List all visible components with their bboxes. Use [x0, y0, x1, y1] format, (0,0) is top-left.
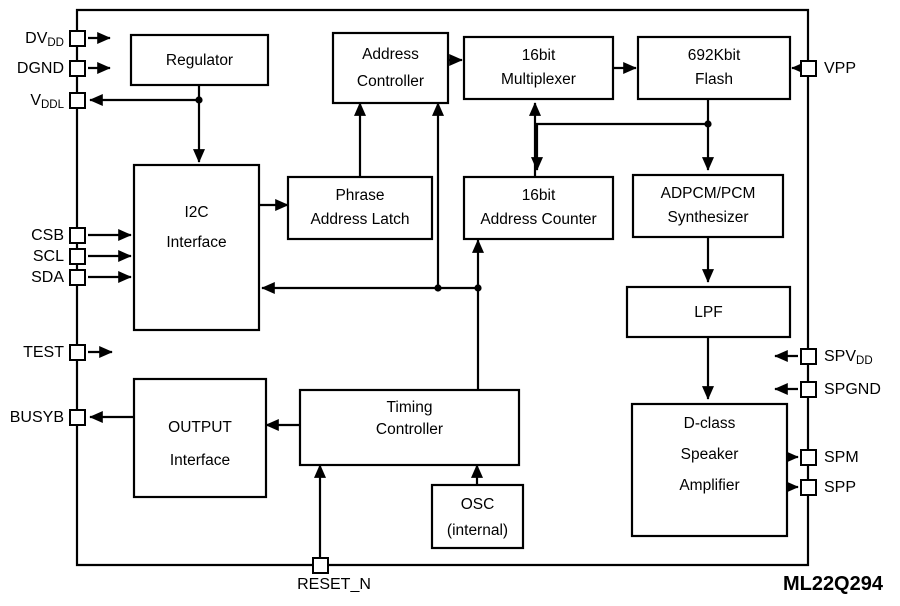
block-label-adpcm-line1: ADPCM/PCM [661, 185, 756, 202]
pin-square-vpp[interactable] [800, 60, 817, 77]
pin-label-spm: SPM [824, 449, 859, 466]
block-label-i2c-line1: I2C [184, 204, 208, 221]
block-label-address-counter-line2: Address Counter [480, 211, 596, 228]
pin-square-spvdd[interactable] [800, 348, 817, 365]
pin-label-reset-n: RESET_N [297, 576, 371, 593]
pin-label-dvdd: DVDD [25, 30, 64, 49]
pin-squares-layer [69, 30, 817, 574]
block-label-osc-line1: OSC [461, 496, 495, 513]
pin-label-sda: SDA [31, 269, 64, 286]
pin-square-csb[interactable] [69, 227, 86, 244]
pin-label-spp: SPP [824, 479, 856, 496]
block-address-counter[interactable]: 16bit Address Counter [462, 175, 615, 241]
block-label-address-counter-line1: 16bit [522, 187, 556, 204]
pin-square-test[interactable] [69, 344, 86, 361]
part-number-label: ML22Q294 [783, 573, 884, 595]
pin-label-busyb: BUSYB [10, 409, 64, 426]
pin-square-dgnd[interactable] [69, 60, 86, 77]
pin-square-spgnd[interactable] [800, 381, 817, 398]
block-label-dclass-line3: Amplifier [679, 477, 739, 494]
block-address-controller[interactable]: Address Controller [331, 31, 450, 105]
pin-square-sda[interactable] [69, 269, 86, 286]
block-lpf[interactable]: LPF [625, 285, 792, 339]
block-label-phrase-line2: Address Latch [310, 211, 409, 228]
block-regulator[interactable]: Regulator [129, 33, 270, 87]
block-label-regulator: Regulator [166, 52, 233, 69]
pin-label-vpp: VPP [824, 60, 856, 77]
block-label-flash-line1: 692Kbit [688, 47, 741, 64]
block-label-lpf: LPF [694, 304, 722, 321]
block-timing-controller[interactable]: Timing Controller [298, 388, 521, 467]
pin-square-spp[interactable] [800, 479, 817, 496]
block-label-multiplexer-line2: Multiplexer [501, 71, 576, 88]
pin-square-reset-n[interactable] [312, 557, 329, 574]
block-d-class-speaker-amplifier[interactable]: D-class Speaker Amplifier [630, 402, 789, 538]
block-i2c-interface[interactable]: I2C Interface [132, 163, 261, 332]
block-label-i2c-line2: Interface [166, 234, 226, 251]
pin-labels-layer: DVDD DGND VDDL CSB SCL SDA TEST BUSYB VP… [10, 30, 881, 593]
block-label-timing-line2: Controller [376, 421, 443, 438]
pin-label-dgnd: DGND [17, 60, 64, 77]
block-adpcm-pcm-synthesizer[interactable]: ADPCM/PCM Synthesizer [631, 173, 785, 239]
block-label-adpcm-line2: Synthesizer [668, 209, 749, 226]
pin-square-spm[interactable] [800, 449, 817, 466]
pin-label-vddl: VDDL [30, 92, 64, 111]
block-label-flash-line2: Flash [695, 71, 733, 88]
block-label-address-controller-line2: Controller [357, 73, 424, 90]
block-flash[interactable]: 692Kbit Flash [636, 35, 792, 101]
block-label-timing-line1: Timing [387, 399, 433, 416]
block-label-output-line2: Interface [170, 452, 230, 469]
block-osc[interactable]: OSC (internal) [430, 483, 525, 550]
pin-square-busyb[interactable] [69, 409, 86, 426]
wire-layer [88, 31, 805, 558]
chip-boundary [75, 8, 810, 567]
block-multiplexer[interactable]: 16bit Multiplexer [462, 35, 615, 101]
junction-regulator-vddl [195, 96, 203, 104]
block-output-interface[interactable]: OUTPUT Interface [132, 377, 268, 499]
block-label-address-controller-line1: Address [362, 46, 419, 63]
pin-label-test: TEST [23, 344, 64, 361]
block-label-osc-line2: (internal) [447, 522, 508, 539]
pin-square-scl[interactable] [69, 248, 86, 265]
block-phrase-address-latch[interactable]: Phrase Address Latch [286, 175, 434, 241]
block-label-phrase-line1: Phrase [335, 187, 384, 204]
pin-label-csb: CSB [31, 227, 64, 244]
block-label-dclass-line1: D-class [684, 415, 736, 432]
block-label-multiplexer-line1: 16bit [522, 47, 556, 64]
block-label-output-line1: OUTPUT [168, 419, 232, 436]
pin-square-vddl[interactable] [69, 92, 86, 109]
block-label-dclass-line2: Speaker [681, 446, 739, 463]
wire-flash-to-addrcounter [530, 122, 708, 171]
pin-label-spgnd: SPGND [824, 381, 881, 398]
pin-square-dvdd[interactable] [69, 30, 86, 47]
pin-label-scl: SCL [33, 248, 64, 265]
pin-label-spvdd: SPVDD [824, 348, 873, 367]
